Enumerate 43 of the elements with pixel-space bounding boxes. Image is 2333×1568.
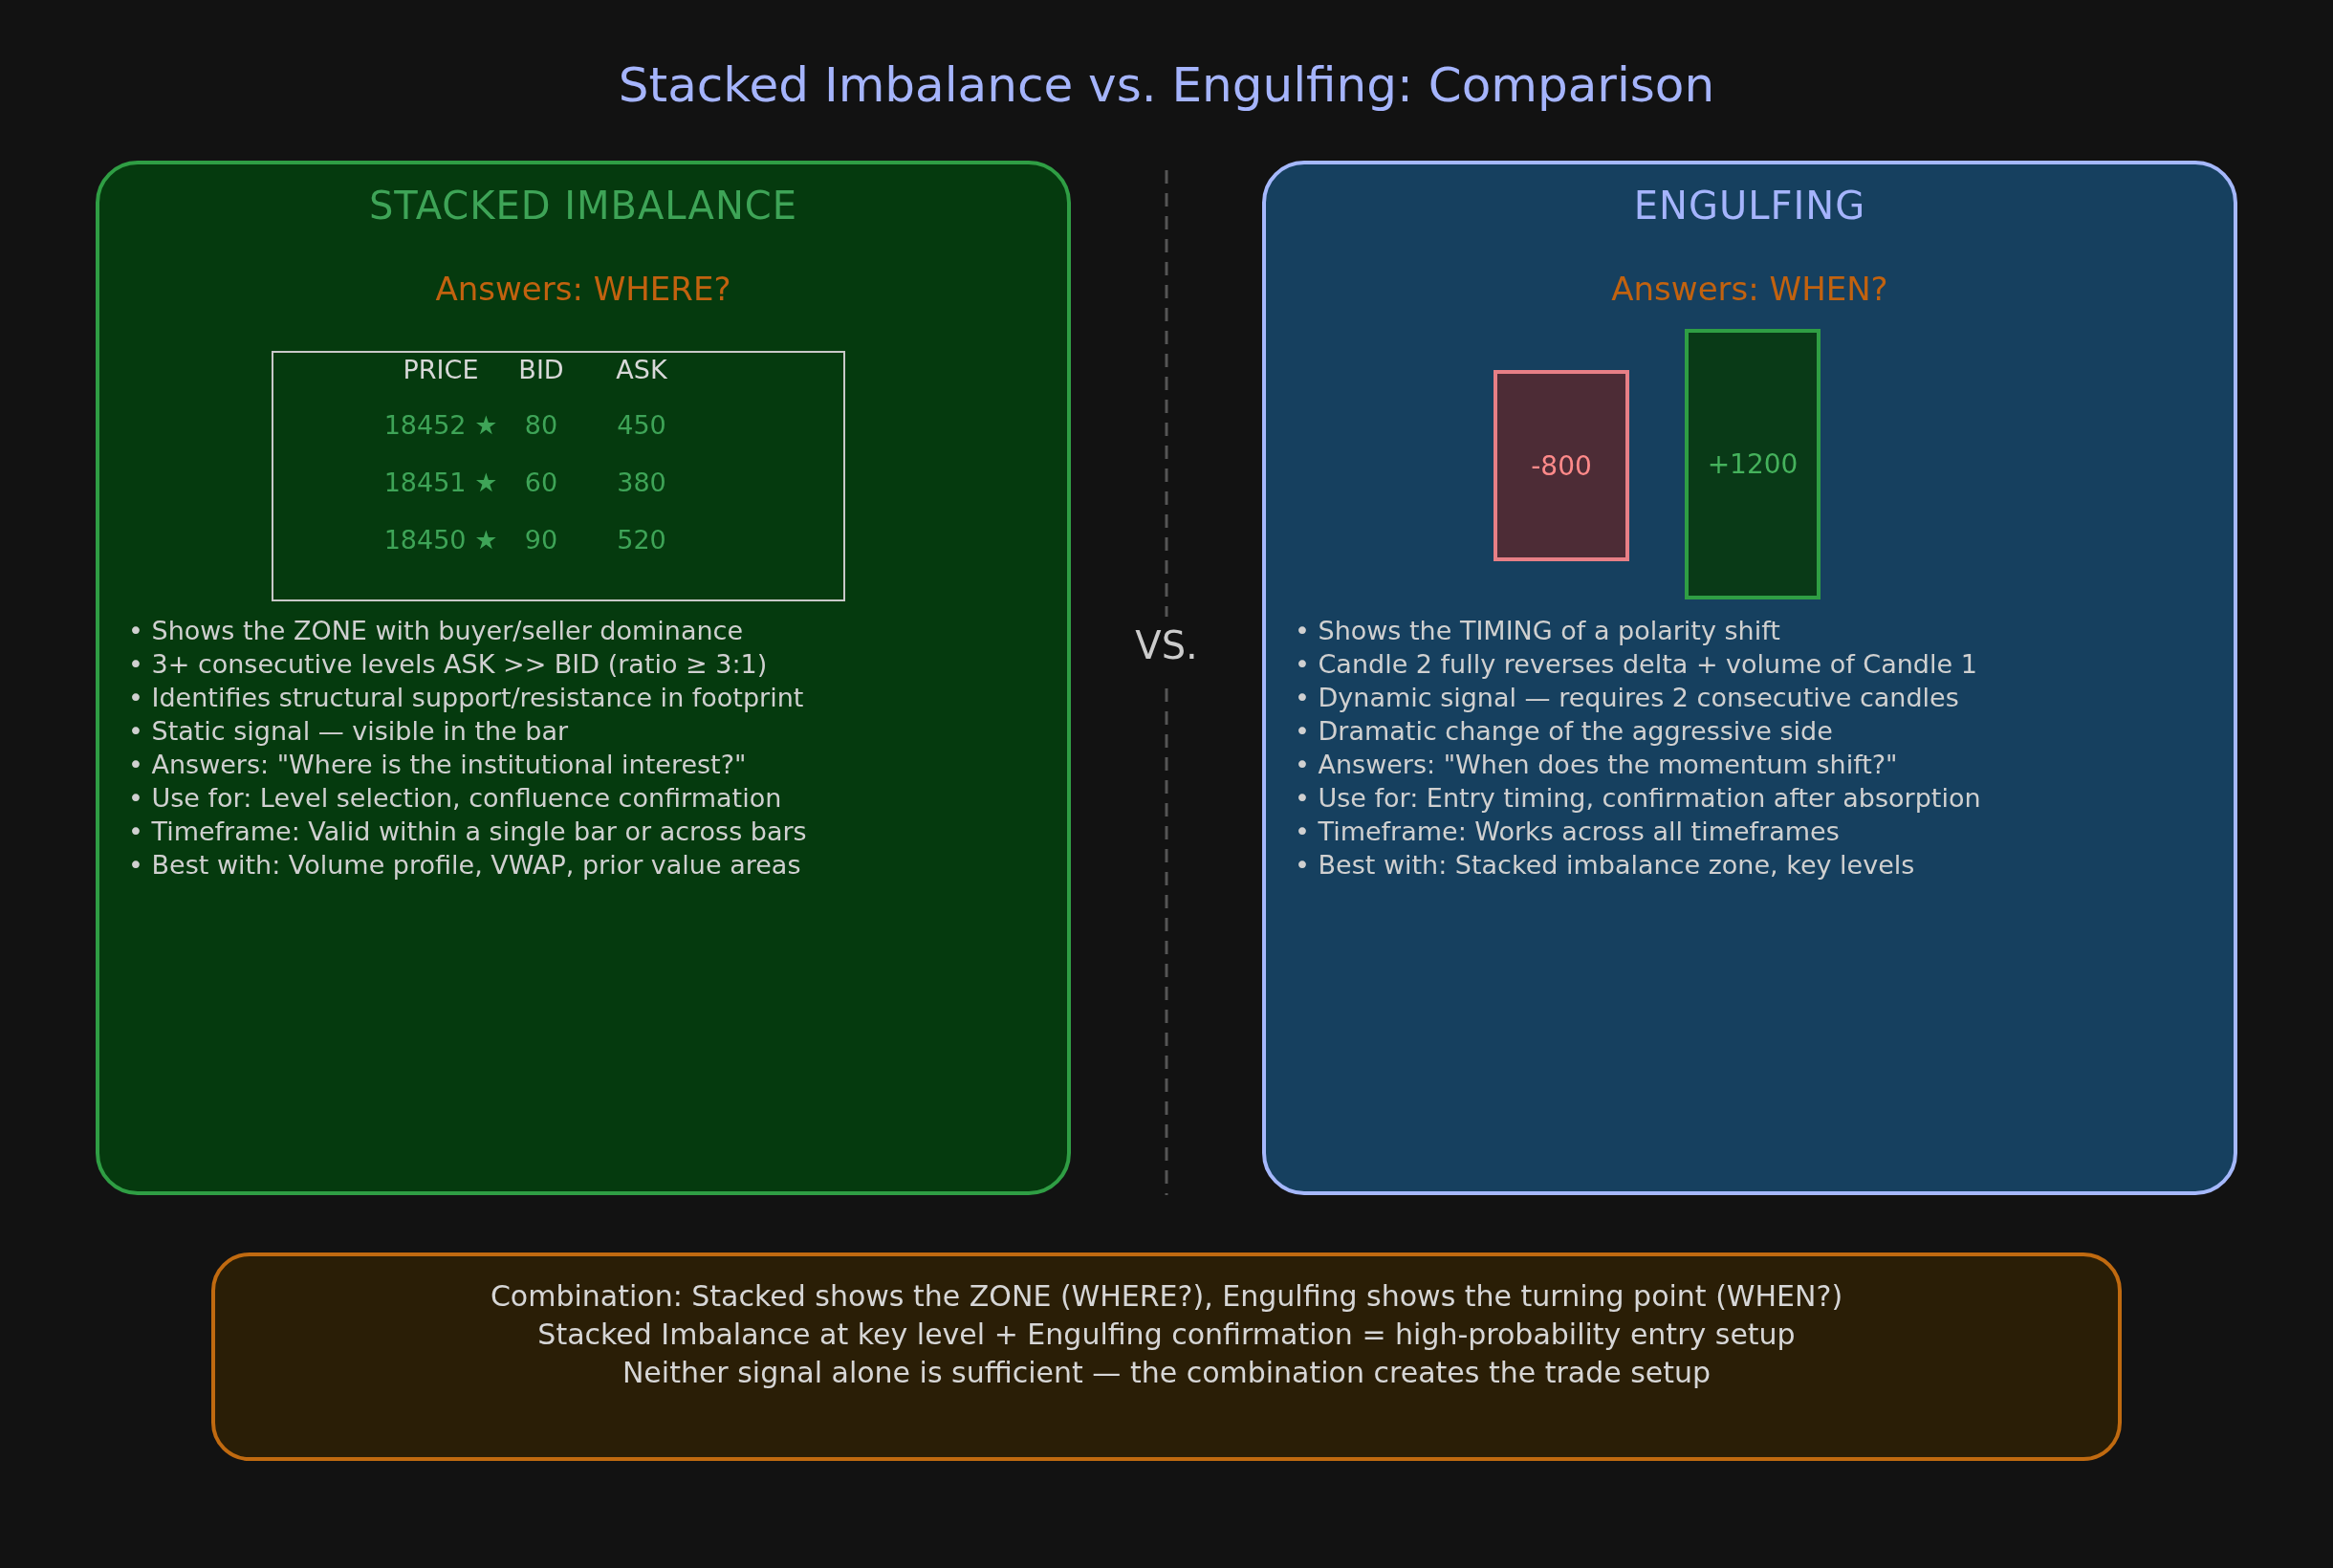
bullet-point: • Timeframe: Valid within a single bar or across bars [128,816,807,848]
subheading: Answers: WHERE? [434,270,732,308]
footprint-table [272,351,845,601]
table-cell-text: 18452 ★ [382,410,499,440]
summary-text: Neither signal alone is sufficient — the combination creates the trade setup [621,1355,1712,1391]
table-cell-text: 90 [523,525,559,555]
table-cell-text: 520 [616,525,667,555]
comparison-panel [1262,161,2237,1195]
panel-heading: STACKED IMBALANCE [367,184,799,228]
versus-label: VS. [1134,623,1199,667]
diagram-title: Stacked Imbalance vs. Engulfing: Comparison [617,57,1716,113]
table-cell-text: 60 [523,468,559,497]
bullet-point: • Answers: "Where is the institutional interest?" [128,749,747,781]
bullet-point: • 3+ consecutive levels ASK >> BID (ratio ≥ 3:1) [128,648,768,681]
candle-bar: +1200 [1685,329,1821,599]
summary-box [211,1252,2122,1461]
bullet-point: • Timeframe: Works across all timeframes [1295,816,1840,848]
table-cell-text: 18451 ★ [382,468,499,497]
bullet-point: • Use for: Level selection, confluence confirmation [128,782,782,815]
column-header: PRICE [402,355,480,384]
table-cell-text: 80 [523,410,559,440]
table-cell-text: 18450 ★ [382,525,499,555]
column-header: ASK [615,355,668,384]
bullet-point: • Dramatic change of the aggressive side [1295,715,1833,748]
bullet-point: • Static signal — visible in the bar [128,715,569,748]
bullet-point: • Dynamic signal — requires 2 consecutive candles [1295,682,1959,714]
table-cell-text: 450 [616,410,667,440]
panel-heading: ENGULFING [1632,184,1867,228]
bullet-point: • Best with: Volume profile, VWAP, prior value areas [128,849,801,882]
table-cell-text: 380 [616,468,667,497]
bullet-point: • Answers: "When does the momentum shift?" [1295,749,1898,781]
summary-text: Stacked Imbalance at key level + Engulfing confirmation = high-probability entry setup [536,1317,1797,1353]
comparison-panel [96,161,1071,1195]
column-header: BID [517,355,565,384]
bullet-point: • Shows the TIMING of a polarity shift [1295,615,1780,647]
bullet-point: • Shows the ZONE with buyer/seller dominance [128,615,744,647]
bullet-point: • Use for: Entry timing, confirmation after absorption [1295,782,1981,815]
bullet-point: • Candle 2 fully reverses delta + volume of Candle 1 [1295,648,1977,681]
summary-text: Combination: Stacked shows the ZONE (WHERE?), Engulfing shows the turning point (WHEN?) [489,1278,1844,1315]
bullet-point: • Best with: Stacked imbalance zone, key levels [1295,849,1915,882]
bullet-point: • Identifies structural support/resistance in footprint [128,682,804,714]
candle-bar: -800 [1494,370,1629,561]
subheading: Answers: WHEN? [1610,270,1889,308]
